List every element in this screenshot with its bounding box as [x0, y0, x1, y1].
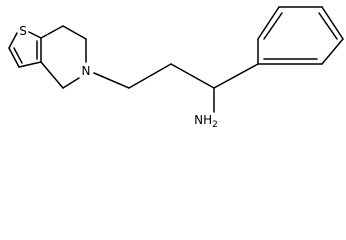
- bond-ph2-ph3: [257, 6, 280, 40]
- bond-ch2b-ch: [170, 63, 215, 89]
- thiophene-ring: [8, 31, 42, 68]
- bond-c7-c6: [62, 25, 87, 40]
- bond-ph4-ph5: [321, 6, 344, 40]
- bond-c7a-c7: [40, 25, 64, 39]
- bond-ch-phenyl: [213, 63, 259, 89]
- bond-c2-c3: [8, 47, 20, 68]
- amine-subscript: 2: [212, 120, 218, 130]
- propyl-chain: [93, 63, 259, 113]
- chemical-structure: S N NH2: [8, 6, 344, 130]
- bond-c7a-s: [28, 31, 42, 39]
- bond-c2-c3-inner: [13, 47, 23, 64]
- amine-main-text: NH: [194, 113, 212, 127]
- bond-ch2a-ch2b: [128, 63, 172, 89]
- bond-c4-c3a: [40, 61, 64, 89]
- bond-n5-ch2a: [93, 72, 130, 89]
- bond-s-c2: [8, 32, 18, 49]
- ring-nitrogen-label: N: [82, 64, 91, 78]
- bond-ph5-ph6: [321, 38, 344, 65]
- tetrahydropyridine-ring: [40, 25, 87, 89]
- bond-n5-c4: [62, 77, 80, 89]
- bond-ph2-ph3-inner: [263, 12, 283, 40]
- bond-c3-c3a: [18, 61, 42, 68]
- amine-label: NH2: [194, 113, 218, 130]
- bond-ph4-ph5-inner: [318, 12, 338, 40]
- sulfur-atom-label: S: [19, 24, 27, 38]
- phenyl-ring: [257, 6, 344, 65]
